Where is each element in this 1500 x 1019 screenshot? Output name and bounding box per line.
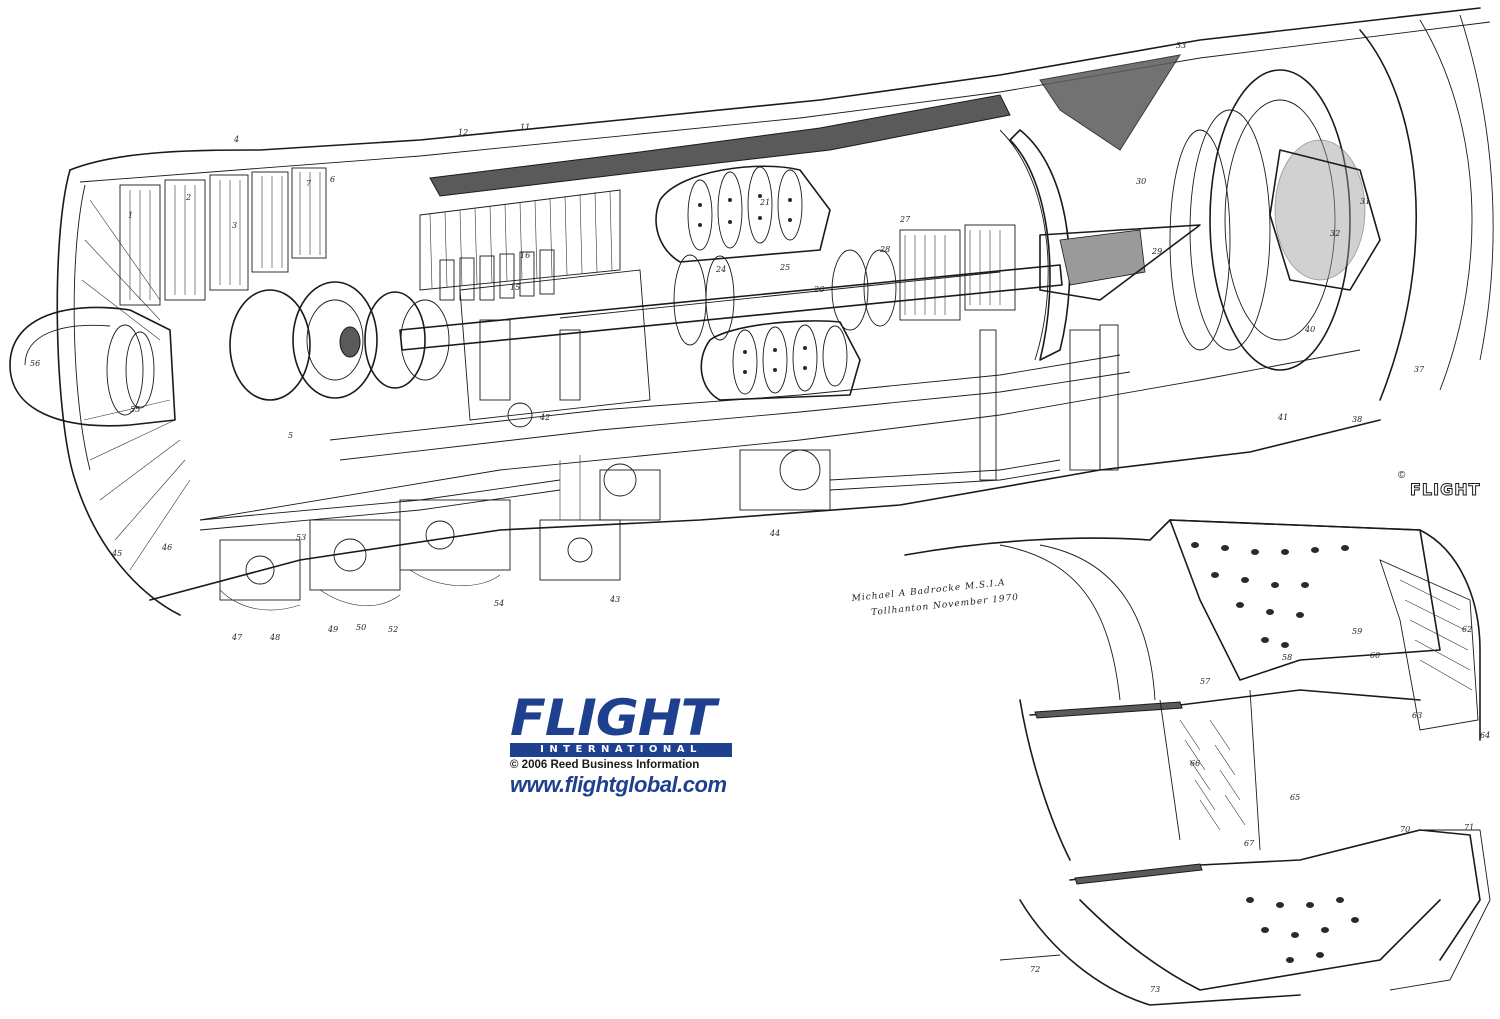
callout-number: 63 bbox=[1412, 711, 1422, 720]
callout-number: 49 bbox=[327, 625, 338, 634]
callout-number: 3 bbox=[232, 221, 237, 230]
callout-number: 42 bbox=[539, 413, 550, 422]
corner-flight-logo: © FLIGHT bbox=[1398, 470, 1500, 504]
callout-number: 50 bbox=[356, 623, 366, 632]
callout-number: 55 bbox=[130, 405, 140, 414]
copyright-symbol: © bbox=[1398, 470, 1406, 481]
callout-number: 44 bbox=[769, 529, 780, 538]
callout-number: 67 bbox=[1244, 839, 1255, 848]
afterburner-nozzle-detail bbox=[904, 519, 1491, 1006]
callout-number: 58 bbox=[1282, 653, 1292, 662]
callout-number: 41 bbox=[1277, 413, 1288, 422]
callout-number: 25 bbox=[779, 263, 790, 272]
callout-number: 21 bbox=[759, 198, 770, 207]
main-engine-cutaway bbox=[9, 7, 1494, 616]
callout-number: 56 bbox=[30, 359, 40, 368]
corner-flight-wordmark: FLIGHT bbox=[1410, 480, 1481, 500]
logo-wordmark: FLIGHT bbox=[510, 689, 716, 747]
callout-numbers: 1 2 3 4 5 6 7 11 12 15 16 21 24 25 26 27… bbox=[30, 41, 1490, 994]
callout-number: 65 bbox=[1290, 793, 1300, 802]
callout-number: 60 bbox=[1370, 651, 1380, 660]
callout-number: 54 bbox=[494, 599, 504, 608]
callout-number: 62 bbox=[1462, 625, 1472, 634]
artist-signature: Michael A Badrocke M.S.I.A Tollhanton No… bbox=[850, 578, 1019, 618]
callout-number: 43 bbox=[609, 595, 620, 604]
callout-number: 6 bbox=[330, 175, 335, 184]
callout-number: 24 bbox=[715, 265, 726, 274]
callout-number: 45 bbox=[111, 549, 122, 558]
callout-number: 11 bbox=[520, 123, 530, 132]
copyright-text: © 2006 Reed Business Information bbox=[510, 759, 700, 771]
website-url: www.flightglobal.com bbox=[510, 772, 727, 797]
callout-number: 32 bbox=[1330, 229, 1340, 238]
callout-number: 48 bbox=[269, 633, 280, 642]
callout-number: 64 bbox=[1480, 731, 1490, 740]
callout-number: 37 bbox=[1414, 365, 1425, 374]
callout-number: 66 bbox=[1190, 759, 1200, 768]
callout-number: 12 bbox=[458, 128, 468, 137]
callout-number: 59 bbox=[1352, 627, 1362, 636]
flight-international-logo: FLIGHT INTERNATIONAL © 2006 Reed Busines… bbox=[510, 693, 745, 798]
callout-number: 16 bbox=[520, 251, 530, 260]
callout-number: 33 bbox=[1176, 41, 1186, 50]
callout-number: 52 bbox=[388, 625, 398, 634]
callout-number: 72 bbox=[1030, 965, 1040, 974]
callout-number: 46 bbox=[161, 543, 172, 552]
callout-number: 27 bbox=[899, 215, 911, 224]
callout-number: 31 bbox=[1360, 197, 1370, 206]
callout-number: 29 bbox=[1151, 247, 1162, 256]
callout-number: 40 bbox=[1304, 325, 1315, 334]
callout-number: 26 bbox=[813, 285, 824, 294]
callout-number: 2 bbox=[185, 193, 191, 202]
callout-number: 15 bbox=[510, 283, 520, 292]
callout-number: 28 bbox=[879, 245, 890, 254]
callout-number: 47 bbox=[231, 633, 243, 642]
callout-number: 1 bbox=[128, 211, 133, 220]
logo-subtitle: INTERNATIONAL bbox=[510, 743, 732, 757]
callout-number: 73 bbox=[1150, 985, 1160, 994]
callout-number: 38 bbox=[1352, 415, 1362, 424]
callout-number: 53 bbox=[296, 533, 306, 542]
callout-number: 7 bbox=[306, 179, 312, 188]
callout-number: 5 bbox=[288, 431, 293, 440]
callout-number: 71 bbox=[1464, 823, 1474, 832]
callout-number: 57 bbox=[1200, 677, 1211, 686]
callout-number: 70 bbox=[1400, 825, 1410, 834]
callout-number: 4 bbox=[233, 135, 239, 144]
callout-number: 30 bbox=[1136, 177, 1146, 186]
